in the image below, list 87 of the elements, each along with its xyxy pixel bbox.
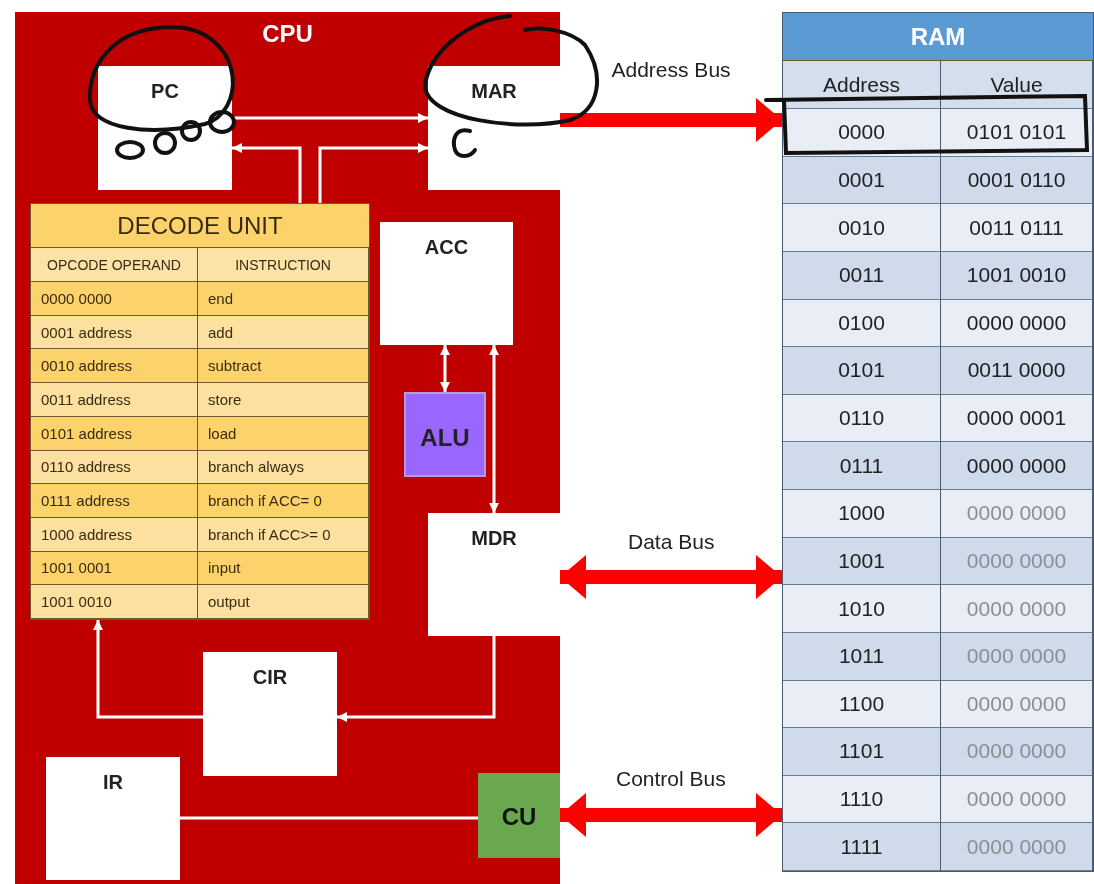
opcode-cell: 0010 address — [31, 349, 198, 384]
register-box — [203, 652, 337, 776]
value-cell: 0011 0000 — [941, 347, 1093, 395]
instruction-cell: input — [198, 551, 369, 586]
column-header: INSTRUCTION — [198, 248, 369, 282]
address-cell: 0010 — [783, 204, 941, 252]
box-title: CIR — [251, 666, 289, 689]
register-box — [98, 66, 232, 190]
value-cell: 0000 0000 — [941, 299, 1093, 348]
address-cell: 1000 — [783, 490, 941, 538]
value-cell: 0001 0110 — [941, 156, 1093, 205]
opcode-cell: 0101 address — [31, 416, 198, 451]
alu-box — [404, 392, 486, 477]
connector-line — [180, 816, 478, 820]
address-cell: 1111 — [783, 823, 941, 871]
register-box — [428, 513, 560, 636]
instruction-cell: output — [198, 585, 369, 619]
box-title: ACC — [423, 236, 470, 259]
value-cell: 1001 0010 — [941, 251, 1093, 300]
instruction-cell: branch if ACC>= 0 — [198, 517, 369, 552]
cpu-block — [15, 12, 560, 884]
box-title: MAR — [470, 80, 518, 103]
address-cell: 0001 — [783, 156, 941, 205]
opcode-cell: 1001 0010 — [31, 585, 198, 619]
address-cell: 1011 — [783, 632, 941, 681]
instruction-cell: load — [198, 416, 369, 451]
opcode-cell: 0000 0000 — [31, 282, 198, 316]
instruction-cell: subtract — [198, 349, 369, 384]
address-cell: 0110 — [783, 394, 941, 443]
address-cell: 0101 — [783, 347, 941, 395]
box-title: CU — [500, 803, 538, 831]
register-box — [428, 66, 560, 190]
bus-arrow — [560, 98, 782, 142]
arrow — [489, 345, 499, 513]
box-title: ALU — [419, 424, 471, 452]
address-cell: 0111 — [783, 442, 941, 490]
address-cell: 0100 — [783, 299, 941, 348]
address-cell: 0011 — [783, 251, 941, 300]
decode-table — [30, 203, 370, 620]
opcode-cell: 0110 address — [31, 450, 198, 485]
arrow — [93, 620, 203, 719]
instruction-cell: branch always — [198, 450, 369, 485]
value-cell: 0000 0000 — [941, 537, 1093, 586]
box-title: IR — [102, 771, 124, 794]
value-cell: 0000 0001 — [941, 394, 1093, 443]
column-header: Address — [783, 61, 941, 109]
opcode-cell: 0001 address — [31, 315, 198, 350]
address-cell: 1110 — [783, 775, 941, 824]
arrow — [232, 113, 428, 123]
instruction-cell: add — [198, 315, 369, 350]
value-cell: 0101 0101 — [941, 109, 1093, 157]
value-cell: 0000 0000 — [941, 632, 1093, 681]
register-box — [46, 757, 180, 880]
box-title: PC — [150, 80, 180, 103]
arrow — [318, 143, 428, 203]
instruction-cell: branch if ACC= 0 — [198, 484, 369, 518]
address-cell: 1100 — [783, 680, 941, 729]
opcode-cell: 1000 address — [31, 517, 198, 552]
ram-table — [782, 12, 1094, 872]
instruction-cell: end — [198, 282, 369, 316]
address-cell: 1001 — [783, 537, 941, 586]
value-cell: 0000 0000 — [941, 680, 1093, 729]
register-box — [380, 222, 513, 345]
value-cell: 0011 0111 — [941, 204, 1093, 252]
value-cell: 0000 0000 — [941, 728, 1093, 776]
address-cell: 1101 — [783, 728, 941, 776]
arrow — [337, 636, 496, 722]
opcode-cell: 0011 address — [31, 383, 198, 417]
opcode-cell: 0111 address — [31, 484, 198, 518]
box-title: MDR — [470, 527, 518, 550]
value-cell: 0000 0000 — [941, 490, 1093, 538]
instruction-cell: store — [198, 383, 369, 417]
value-cell: 0000 0000 — [941, 585, 1093, 633]
arrow — [440, 345, 450, 392]
value-cell: 0000 0000 — [941, 775, 1093, 824]
column-header: OPCODE OPERAND — [31, 248, 198, 282]
address-cell: 1010 — [783, 585, 941, 633]
value-cell: 0000 0000 — [941, 823, 1093, 871]
control-unit-box — [478, 773, 560, 858]
column-header: Value — [941, 61, 1093, 109]
arrow — [232, 143, 302, 203]
box-title: CPU — [261, 20, 314, 48]
table-title: RAM — [783, 13, 1093, 61]
bus-arrow — [560, 793, 782, 837]
bus-arrow — [560, 555, 782, 599]
opcode-cell: 1001 0001 — [31, 551, 198, 586]
value-cell: 0000 0000 — [941, 442, 1093, 490]
